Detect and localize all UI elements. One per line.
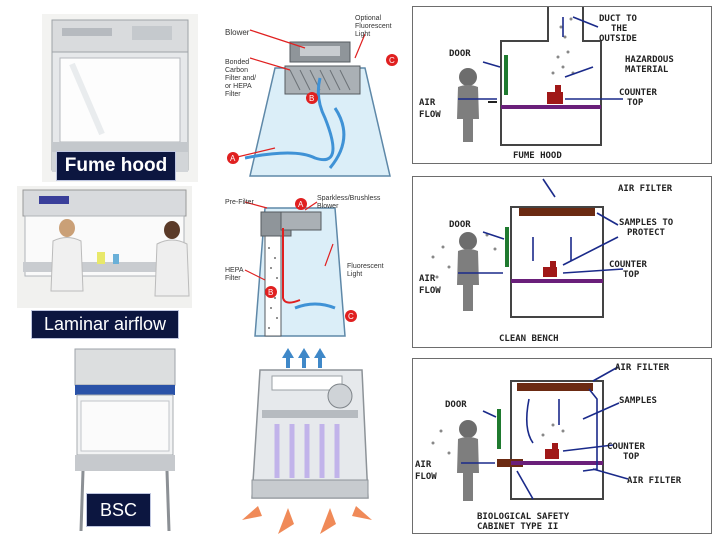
samples-label: SAMPLES xyxy=(619,396,657,406)
sketch-title: FUME HOOD xyxy=(513,151,562,161)
hepa-label: HEPA xyxy=(225,267,244,274)
hepa-label: Filter xyxy=(225,275,241,282)
marker-b: B xyxy=(268,288,273,297)
airflow-label: AIR xyxy=(419,98,436,108)
airflow-label: FLOW xyxy=(419,110,441,120)
airflow-label: FLOW xyxy=(415,472,437,482)
hazard-label: HAZARDOUS xyxy=(625,55,674,65)
door-label: DOOR xyxy=(449,220,471,230)
duct-label: DUCT TO xyxy=(599,14,638,24)
door-label: DOOR xyxy=(445,400,467,410)
light-label: Fluorescent xyxy=(347,263,384,270)
carbon-filter-label: Bonded xyxy=(225,59,249,66)
counter-label: TOP xyxy=(623,270,640,280)
carbon-filter-label: or HEPA xyxy=(225,83,252,90)
samples-label: PROTECT xyxy=(627,228,666,238)
laminar-airflow-caption: Laminar airflow xyxy=(31,310,179,339)
prefilter-label: Pre-Filter xyxy=(225,199,254,206)
counter-label: TOP xyxy=(623,452,640,462)
blower-label: Blower xyxy=(317,203,339,210)
optional-light-label: Optional xyxy=(355,15,382,22)
carbon-filter-label: Filter and/ xyxy=(225,75,256,82)
marker-a: A xyxy=(298,200,304,209)
carbon-filter-label: Filter xyxy=(225,91,241,98)
air-filter-bottom-label: AIR FILTER xyxy=(627,476,682,486)
marker-c: C xyxy=(389,56,395,65)
air-filter-top-label: AIR FILTER xyxy=(615,363,670,373)
sketch-title: CABINET TYPE II xyxy=(477,522,558,532)
clean-bench-sketch: AIR FILTER DOOR SAMPLES TO PROTECT COUNT… xyxy=(412,176,712,348)
laminar-airflow-photo xyxy=(17,186,192,308)
optional-light-label: Light xyxy=(355,31,370,38)
laminar-cutaway-diagram: Pre-Filter Sparkless/Brushless Blower HE… xyxy=(205,188,400,338)
air-filter-label: AIR FILTER xyxy=(618,184,673,194)
bsc-caption: BSC xyxy=(86,493,151,527)
sketch-title: CLEAN BENCH xyxy=(499,334,559,344)
hazard-label: MATERIAL xyxy=(625,65,669,75)
airflow-label: AIR xyxy=(415,460,432,470)
airflow-label: FLOW xyxy=(419,286,441,296)
marker-c: C xyxy=(348,312,354,321)
counter-label: TOP xyxy=(627,98,644,108)
marker-b: B xyxy=(309,94,314,103)
bsc-cutaway-diagram xyxy=(232,348,382,536)
blower-label: Blower xyxy=(225,28,250,37)
fume-hood-sketch: DUCT TO THE OUTSIDE DOOR HAZARDOUS MATER… xyxy=(412,6,712,164)
counter-label: COUNTER xyxy=(607,442,646,452)
sketch-title: BIOLOGICAL SAFETY xyxy=(477,512,570,522)
counter-label: COUNTER xyxy=(609,260,648,270)
duct-label: OUTSIDE xyxy=(599,34,637,44)
samples-label: SAMPLES TO xyxy=(619,218,674,228)
bsc-sketch: AIR FILTER DOOR SAMPLES COUNTER TOP AIR … xyxy=(412,358,712,534)
light-label: Light xyxy=(347,271,362,278)
marker-a: A xyxy=(230,154,236,163)
door-label: DOOR xyxy=(449,49,471,59)
fume-hood-photo xyxy=(42,14,198,182)
counter-label: COUNTER xyxy=(619,88,658,98)
fume-hood-cutaway-diagram: Blower Optional Fluorescent Light Bonded… xyxy=(205,8,400,178)
optional-light-label: Fluorescent xyxy=(355,23,392,30)
airflow-label: AIR xyxy=(419,274,436,284)
duct-label: THE xyxy=(611,24,627,34)
carbon-filter-label: Carbon xyxy=(225,67,248,74)
blower-label: Sparkless/Brushless xyxy=(317,195,381,202)
fume-hood-caption: Fume hood xyxy=(56,151,176,181)
